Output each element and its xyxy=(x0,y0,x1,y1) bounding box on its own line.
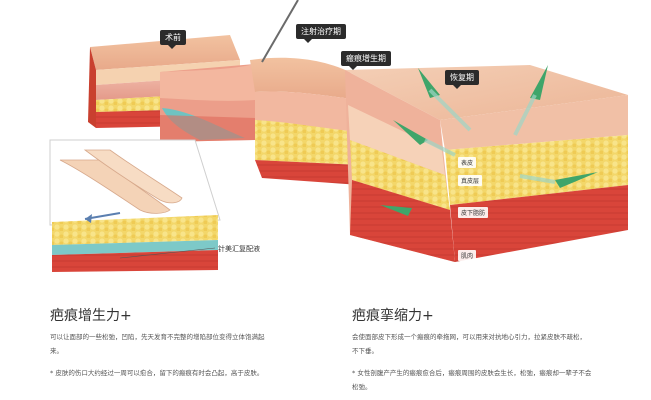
label-epidermis: 表皮 xyxy=(458,157,476,168)
inset-massage xyxy=(50,140,220,272)
tag-injection: 注射治疗期 xyxy=(296,24,346,39)
right-section-note: * 女性剖腹产产生的瘢痕愈合后，瘢痕周围的皮肤会生长，松弛，瘢痕却一辈子不会松弛… xyxy=(352,366,592,394)
left-section-title: 疤痕增生力+ xyxy=(50,305,132,325)
label-subcutaneous-fat: 皮下脂肪 xyxy=(458,207,488,218)
label-muscle: 肌肉 xyxy=(458,250,476,261)
tag-scar-growth: 瘢痕增生期 xyxy=(341,51,391,66)
inset-label: 针美汇复配液 xyxy=(218,244,260,254)
left-section-desc: 可以让面部的一些松弛，凹陷，先天发育不完整的增陷部位变得立体饱满起来。 xyxy=(50,330,270,358)
tag-preop: 术前 xyxy=(160,30,186,45)
skin-layers-illustration xyxy=(0,0,651,300)
label-dermis: 真皮层 xyxy=(458,175,482,186)
left-section-note: * 皮肤的伤口大约经过一周可以愈合，留下的瘢痕有时会凸起，高于皮肤。 xyxy=(50,366,270,380)
needle xyxy=(262,0,298,62)
block-scar-growth xyxy=(250,58,360,185)
right-section-title: 疤痕挛缩力+ xyxy=(352,305,434,325)
block-injection xyxy=(160,64,255,142)
tag-recovery: 恢复期 xyxy=(445,70,479,85)
block-recovery xyxy=(345,65,628,262)
right-section-desc: 会使面部皮下形成一个瘢痕的牵拖网，可以用来对抗地心引力，拉紧皮肤不疏松，不下垂。 xyxy=(352,330,592,358)
